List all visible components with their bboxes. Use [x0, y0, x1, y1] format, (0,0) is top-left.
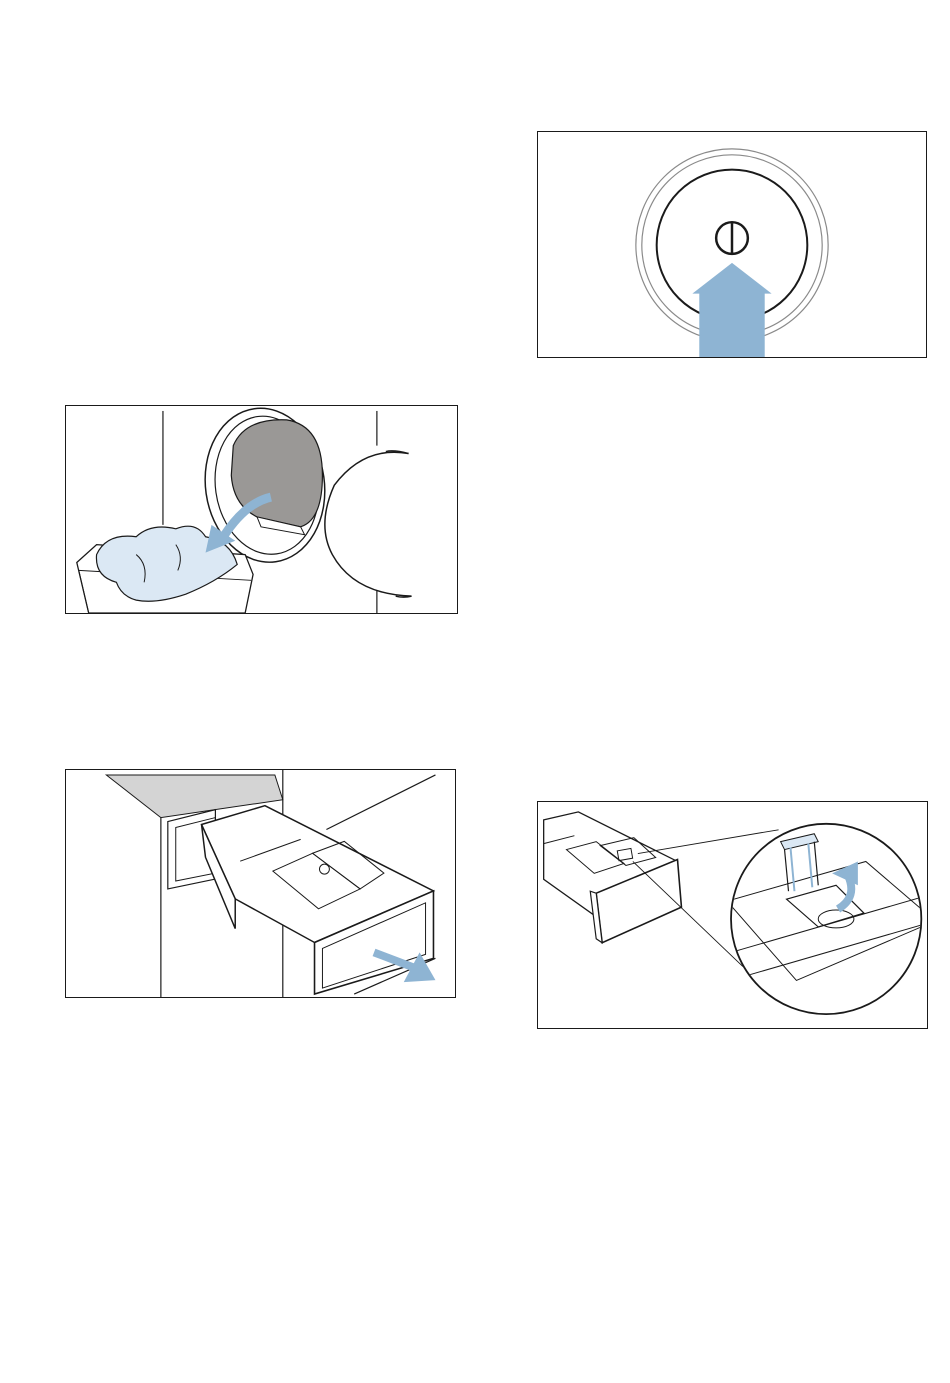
drawer-insert-illustration [537, 801, 928, 1029]
drawer-insert-icon [538, 802, 927, 1028]
power-button-illustration [537, 131, 927, 358]
power-button-icon [538, 132, 926, 357]
laundry-basket-icon [66, 406, 457, 613]
detergent-drawer-icon [66, 770, 455, 997]
unload-laundry-illustration [65, 405, 458, 614]
pull-drawer-illustration [65, 769, 456, 998]
